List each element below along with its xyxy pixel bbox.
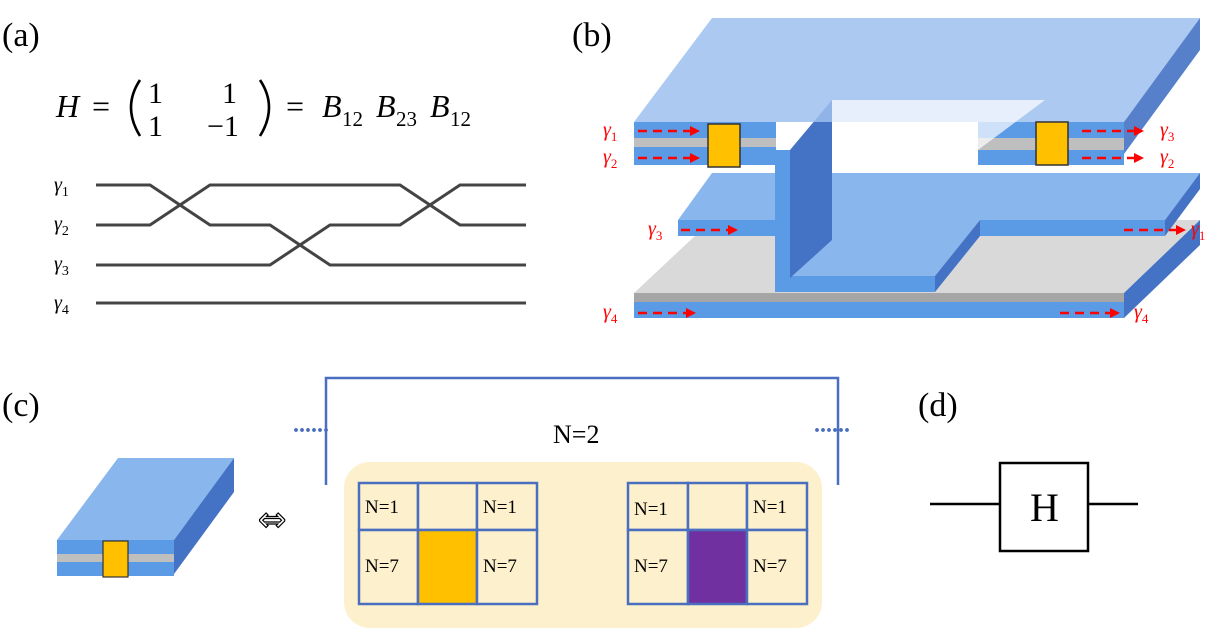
cell-left-bl: [357, 528, 420, 606]
top-slab-front-bottom-left: [634, 147, 776, 165]
gate-box: [998, 461, 1090, 553]
cell-left-tm: [416, 481, 479, 532]
panel-label-d: (d): [918, 387, 958, 424]
small-slab-right: [174, 458, 234, 574]
device-out-gamma-1: γ1: [1191, 218, 1205, 243]
lattice-block-right: N=1 N=1 N=7 N=7: [626, 481, 809, 606]
braid-wire-2: [96, 183, 526, 227]
hadamard-gate: H: [930, 461, 1138, 553]
equivalence-arrow: ⇔: [258, 500, 287, 540]
matrix-right-paren: [258, 79, 271, 137]
arrow-in-2-head: [690, 153, 700, 163]
cell-left-center: [416, 528, 479, 606]
device-3d: γ1 γ2 γ3 γ4 γ3 γ2 γ1 γ4: [603, 18, 1205, 326]
cell-right-tm: [686, 481, 749, 532]
small-slab-junction: [102, 540, 129, 578]
top-slab-notch: [832, 100, 1045, 150]
braid-op-3: B: [430, 88, 450, 124]
arrow-in-4-head: [686, 308, 696, 318]
equation-equals-2: =: [286, 88, 304, 124]
cell-left-br-label: N=7: [483, 556, 517, 577]
equation-lhs: H: [55, 88, 81, 124]
braid-gamma-4: γ4: [54, 292, 69, 318]
single-junction-slab: [57, 458, 234, 578]
device-in-gamma-1: γ1: [603, 119, 617, 144]
output-arrows: [1060, 126, 1186, 318]
matrix-21: 1: [148, 110, 163, 143]
cell-left-tr: [475, 481, 539, 532]
bracket-n2: N=2 ...... ......: [293, 376, 850, 485]
cell-right-center: [686, 528, 749, 606]
panel-label-c: (c): [2, 387, 40, 424]
input-arrows: [638, 126, 738, 318]
braid-gamma-3: γ3: [54, 253, 69, 279]
matrix-22: −1: [207, 110, 239, 143]
arrow-in-1-head: [690, 126, 700, 136]
bracket-line: [324, 376, 840, 485]
device-out-gamma-2: γ2: [1160, 146, 1174, 171]
top-slab-right: [1124, 18, 1200, 154]
braid-diagram: [96, 183, 526, 305]
cell-right-tl: [626, 481, 690, 532]
braid-gamma-1: γ1: [54, 174, 69, 200]
equation-equals-1: =: [92, 88, 110, 124]
vertical-connector-side: [790, 100, 832, 278]
arrow-out-2-head: [1134, 153, 1144, 163]
cell-right-br-label: N=7: [753, 556, 787, 577]
braid-op-2-sub: 23: [396, 107, 417, 131]
small-slab-top: [57, 458, 234, 540]
matrix-12: 1: [222, 77, 237, 110]
middle-layer-right-side: [1165, 173, 1200, 236]
top-slab-front-gray-left: [634, 138, 776, 147]
device-in-gamma-2: γ2: [603, 146, 617, 171]
braid-gamma-2: γ2: [54, 213, 69, 239]
braid-op-2: B: [376, 88, 396, 124]
top-slab-top: [634, 18, 1200, 122]
cell-right-tl-label: N=1: [634, 499, 668, 520]
cell-left-tr-label: N=1: [483, 497, 517, 518]
bracket-label: N=2: [553, 420, 599, 449]
braid-wire-1: [96, 183, 526, 267]
cell-left-bl-label: N=7: [365, 556, 399, 577]
braid-op-1: B: [322, 88, 342, 124]
hadamard-equation: H = 1 1 1 −1 = B 12 B 23 B 12: [55, 77, 471, 143]
middle-stem-side: [935, 220, 980, 292]
device-in-gamma-4: γ4: [603, 301, 618, 326]
device-in-gamma-3: γ3: [648, 218, 662, 243]
matrix-left-paren: [129, 79, 142, 137]
braid-op-3-sub: 12: [450, 107, 471, 131]
matrix-11: 1: [148, 77, 163, 110]
bottom-slab-right: [1124, 220, 1200, 318]
device-out-gamma-4: γ4: [1134, 301, 1149, 326]
cell-right-bl-label: N=7: [634, 556, 668, 577]
cell-left-br: [475, 528, 539, 606]
cell-right-tr-label: N=1: [753, 497, 787, 518]
arrow-in-3-head: [728, 225, 738, 235]
arrow-out-3-head: [1134, 126, 1144, 136]
junction-left: [707, 123, 741, 168]
cell-right-br: [745, 528, 809, 606]
braid-wire-3: [96, 183, 526, 267]
braid-op-1-sub: 12: [342, 107, 363, 131]
braid-labels: γ1 γ2 γ3 γ4: [54, 174, 69, 318]
bottom-slab-gray-edge: [634, 293, 1124, 302]
panel-label-b: (b): [572, 17, 612, 54]
vertical-connector-front: [775, 150, 790, 292]
gate-label: H: [1030, 485, 1059, 530]
panel-label-a: (a): [2, 17, 40, 54]
bottom-slab-blue-edge: [634, 302, 1124, 318]
junction-right: [1035, 121, 1069, 166]
middle-stem-front: [790, 276, 935, 292]
dots-right: ......: [814, 412, 850, 438]
middle-layer-right-front: [980, 220, 1165, 236]
cell-left-tl-label: N=1: [365, 497, 399, 518]
arrow-out-1-head: [1176, 225, 1186, 235]
dots-left: ......: [293, 412, 329, 438]
lattice-block-left: N=1 N=1 N=7 N=7: [357, 481, 539, 606]
cell-right-tr: [745, 481, 809, 532]
arrow-out-4-head: [1110, 308, 1120, 318]
device-out-gamma-3: γ3: [1160, 119, 1174, 144]
